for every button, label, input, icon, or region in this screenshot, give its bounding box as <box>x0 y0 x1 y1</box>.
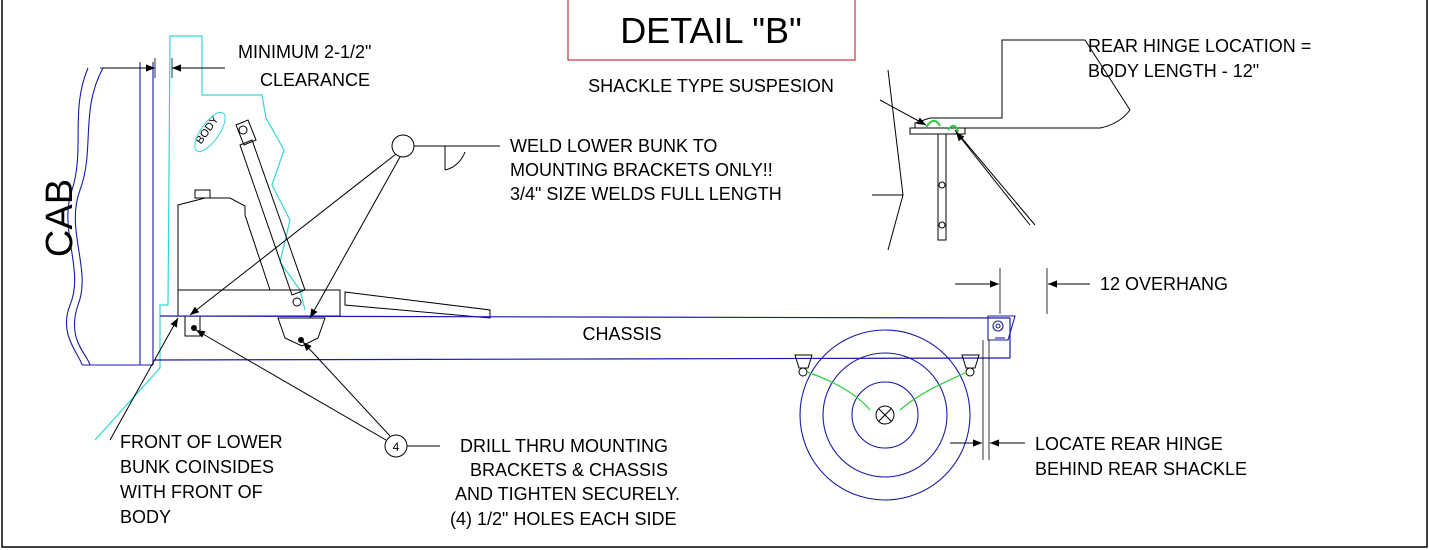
rear-hinge-location-line-2: BODY LENGTH - 12" <box>1088 61 1259 81</box>
detail-subtitle: SHACKLE TYPE SUSPESION <box>588 76 834 96</box>
front-leader <box>109 317 179 441</box>
weld-note-line-2: MOUNTING BRACKETS ONLY!! <box>510 160 773 180</box>
cab-outline <box>65 62 154 366</box>
weld-note-line-1: WELD LOWER BUNK TO <box>510 136 717 156</box>
front-note-line-3: WITH FRONT OF <box>120 482 263 502</box>
fillet-weld-symbol <box>444 146 466 171</box>
balloon-leader-2 <box>302 341 391 437</box>
weld-leader-1 <box>189 153 397 316</box>
weld-callout-circle <box>391 134 415 158</box>
item-balloon-number: 4 <box>393 440 400 454</box>
weld-beads <box>925 120 959 133</box>
leaf-spring <box>806 371 968 411</box>
body-tag-outline <box>194 111 226 153</box>
rear-hinge-location-line-1: REAR HINGE LOCATION = <box>1088 36 1311 56</box>
rear-hinge <box>987 315 1016 341</box>
drill-note-line-4: (4) 1/2" HOLES EACH SIDE <box>450 509 676 529</box>
balloon-leader-1 <box>195 329 387 441</box>
clearance-line-1: MINIMUM 2-1/2" <box>238 42 371 62</box>
drill-note-line-3: AND TIGHTEN SECURELY. <box>455 484 680 504</box>
body-outline <box>94 35 306 441</box>
weld-leader-2 <box>309 156 401 319</box>
front-note-line-2: BUNK COINSIDES <box>120 457 274 477</box>
axle-center <box>875 405 895 425</box>
detail-leader-2 <box>955 131 1031 226</box>
chassis-rails <box>154 315 1011 361</box>
mounting-brackets <box>184 315 326 347</box>
front-note-line-1: FRONT OF LOWER <box>120 432 283 452</box>
locate-note-line-2: BEHIND REAR SHACKLE <box>1035 459 1247 479</box>
clearance-line-2: CLEARANCE <box>260 70 370 90</box>
drill-note-line-2: BRACKETS & CHASSIS <box>470 460 668 480</box>
wheel <box>799 329 971 501</box>
title-box <box>567 0 856 61</box>
chassis-label: CHASSIS <box>582 324 661 344</box>
body-tag: BODY <box>194 114 222 147</box>
front-note-line-4: BODY <box>120 507 171 527</box>
weld-note-line-3: 3/4" SIZE WELDS FULL LENGTH <box>510 184 782 204</box>
locate-note-line-1: LOCATE REAR HINGE <box>1035 434 1223 454</box>
detail-title: DETAIL "B" <box>620 10 802 51</box>
drill-note-line-1: DRILL THRU MOUNTING <box>460 436 668 456</box>
cab-label: CAB <box>39 179 81 257</box>
detail-leader-1 <box>879 99 927 126</box>
overhang-label: 12 OVERHANG <box>1100 274 1228 294</box>
